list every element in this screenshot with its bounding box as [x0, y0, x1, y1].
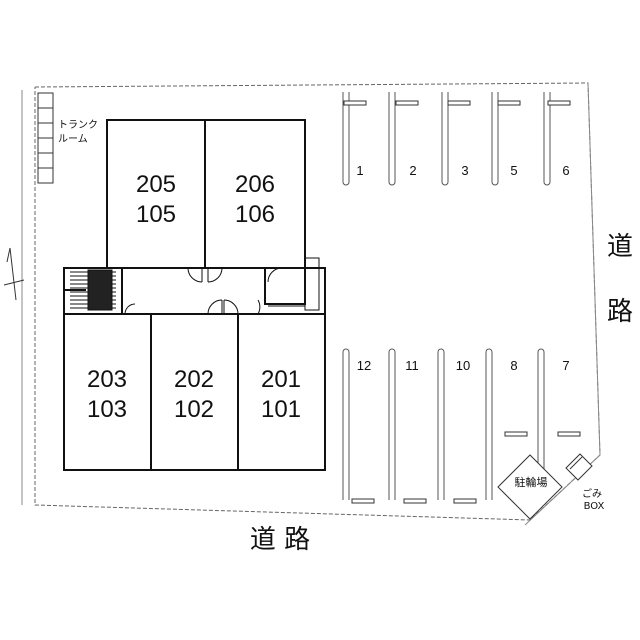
doors: [124, 267, 283, 315]
parking-spot-5: 5: [510, 163, 517, 178]
garbage-label-2: BOX: [584, 501, 605, 512]
parking-spot-6: 6: [562, 163, 569, 178]
staircase: [63, 267, 123, 315]
bicycle-parking-label: 駐輪場: [515, 475, 548, 489]
unit-203-lower-label: 103: [87, 396, 127, 423]
trunk-room-label-1: トランク: [58, 119, 98, 131]
wheel-stop: [395, 100, 419, 106]
parking-divider: [543, 92, 551, 186]
parking-divider: [437, 348, 445, 500]
parking-divider: [388, 348, 396, 500]
utility-box: [264, 257, 320, 311]
unit-205-lower-label: 105: [136, 201, 176, 228]
wheel-stop: [453, 498, 477, 504]
unit-206-upper-label: 206: [235, 171, 275, 198]
unit-202: [150, 313, 239, 471]
parking-spot-1: 1: [356, 163, 363, 178]
unit-206-lower-label: 106: [235, 201, 275, 228]
parking-bottom-dividers: [342, 348, 545, 500]
wheel-stop: [504, 431, 528, 437]
garbage-box: ごみ BOX: [565, 453, 605, 512]
parking-divider: [388, 92, 396, 186]
road-label-right-1: 道: [607, 232, 633, 262]
road-label-right-2: 路: [607, 297, 633, 327]
wheel-stop: [557, 431, 581, 437]
parking-divider: [342, 92, 350, 186]
unit-203-upper-label: 203: [87, 366, 127, 393]
parking-divider: [537, 348, 545, 500]
parking-divider: [491, 92, 499, 186]
parking-divider: [485, 348, 493, 500]
parking-divider: [342, 348, 350, 500]
north-arrow-icon: [3, 247, 25, 301]
unit-205-upper-label: 205: [136, 171, 176, 198]
trunk-room-boxes: [37, 92, 54, 184]
road-label-bottom: 道 路: [250, 525, 310, 555]
parking-spot-10: 10: [456, 358, 470, 373]
curb-right: [524, 82, 601, 526]
bicycle-parking: 駐輪場: [497, 454, 563, 520]
wheel-stop: [547, 100, 571, 106]
unit-203: [63, 313, 152, 471]
wheel-stop: [343, 100, 367, 106]
unit-201-upper-label: 201: [261, 366, 301, 393]
unit-205: [106, 119, 206, 269]
parking-spot-12: 12: [357, 358, 371, 373]
parking-top-dividers: [342, 92, 551, 186]
parking-spot-8: 8: [510, 358, 517, 373]
garbage-label-1: ごみ: [582, 487, 602, 500]
wheel-stop: [351, 498, 375, 504]
parking-wheel-stops: [343, 100, 581, 504]
unit-202-lower-label: 102: [174, 396, 214, 423]
unit-201-lower-label: 101: [261, 396, 301, 423]
wheel-stop: [497, 100, 521, 106]
unit-201: [237, 313, 326, 471]
parking-spot-3: 3: [461, 163, 468, 178]
parking-spot-11: 11: [405, 358, 419, 373]
wheel-stop: [403, 498, 427, 504]
parking-divider: [441, 92, 449, 186]
parking-spot-2: 2: [409, 163, 416, 178]
trunk-room-label-2: ルーム: [58, 133, 88, 145]
unit-202-upper-label: 202: [174, 366, 214, 393]
wheel-stop: [447, 100, 471, 106]
parking-spot-7: 7: [562, 358, 569, 373]
